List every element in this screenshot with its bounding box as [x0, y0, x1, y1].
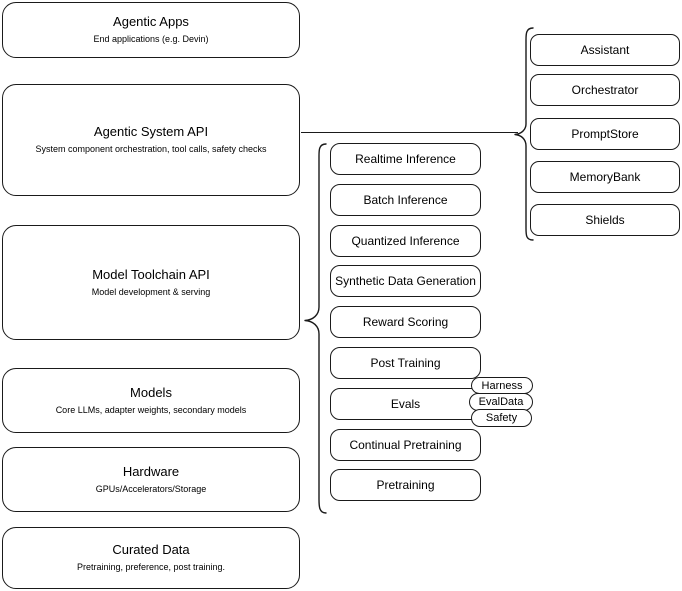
capability-box-batch-inference[interactable]: Batch Inference: [330, 184, 481, 216]
layer-title: Models: [130, 384, 172, 400]
layer-box-models[interactable]: Models Core LLMs, adapter weights, secon…: [2, 368, 300, 433]
layer-title: Agentic System API: [93, 124, 209, 139]
layer-subtitle: Model development & serving: [91, 286, 211, 297]
capability-box-post-training[interactable]: Post Training: [330, 347, 481, 379]
layer-box-agentic-system-api[interactable]: Agentic System API System component orch…: [2, 84, 300, 196]
capability-label: Continual Pretraining: [349, 438, 462, 452]
capability-box-realtime-inference[interactable]: Realtime Inference: [330, 143, 481, 175]
component-box-assistant[interactable]: Assistant: [530, 34, 680, 66]
layer-subtitle: Pretraining, preference, post training.: [76, 562, 226, 572]
layer-box-agentic-apps[interactable]: Agentic Apps End applications (e.g. Devi…: [2, 2, 300, 58]
brace-system-components: [512, 26, 536, 244]
capability-label: Evals: [390, 397, 421, 411]
layer-title: Curated Data: [112, 542, 190, 557]
capability-label: Quantized Inference: [351, 234, 460, 248]
layer-subtitle: GPUs/Accelerators/Storage: [95, 483, 207, 494]
capability-label: Pretraining: [376, 478, 435, 492]
capability-label: Synthetic Data Generation: [335, 274, 476, 288]
capability-label: Post Training: [370, 356, 441, 370]
capability-box-synthetic-data-generation[interactable]: Synthetic Data Generation: [330, 265, 481, 297]
layer-box-curated-data[interactable]: Curated Data Pretraining, preference, po…: [2, 527, 300, 589]
component-box-orchestrator[interactable]: Orchestrator: [530, 74, 680, 106]
component-box-memorybank[interactable]: MemoryBank: [530, 161, 680, 193]
layer-title: Agentic Apps: [113, 14, 189, 29]
component-box-shields[interactable]: Shields: [530, 204, 680, 236]
eval-tag-harness[interactable]: Harness: [471, 377, 533, 394]
capability-label: Batch Inference: [363, 193, 448, 207]
capability-box-evals[interactable]: Evals: [330, 388, 481, 420]
layer-subtitle: End applications (e.g. Devin): [93, 34, 209, 44]
eval-tag-label: EvalData: [478, 396, 524, 408]
capability-box-reward-scoring[interactable]: Reward Scoring: [330, 306, 481, 338]
layer-box-hardware[interactable]: Hardware GPUs/Accelerators/Storage: [2, 447, 300, 512]
capability-label: Reward Scoring: [362, 315, 449, 329]
capability-box-quantized-inference[interactable]: Quantized Inference: [330, 225, 481, 257]
component-box-promptstore[interactable]: PromptStore: [530, 118, 680, 150]
component-label: MemoryBank: [569, 170, 641, 184]
layer-title: Model Toolchain API: [92, 266, 210, 282]
eval-tag-label: Safety: [485, 412, 518, 424]
layer-title: Hardware: [122, 463, 180, 479]
capability-box-pretraining[interactable]: Pretraining: [330, 469, 481, 501]
layer-subtitle: Core LLMs, adapter weights, secondary mo…: [55, 404, 247, 415]
component-label: Shields: [585, 213, 625, 227]
eval-tag-safety[interactable]: Safety: [471, 409, 532, 427]
component-label: PromptStore: [571, 127, 639, 141]
capability-box-continual-pretraining[interactable]: Continual Pretraining: [330, 429, 481, 461]
layer-subtitle: System component orchestration, tool cal…: [35, 144, 267, 154]
component-label: Assistant: [580, 43, 630, 57]
component-label: Orchestrator: [571, 83, 639, 97]
layer-box-model-toolchain-api[interactable]: Model Toolchain API Model development & …: [2, 225, 300, 340]
eval-tag-label: Harness: [481, 379, 523, 392]
capability-label: Realtime Inference: [355, 152, 456, 166]
connector-system-api-to-components: [301, 132, 518, 133]
brace-toolchain-capabilities: [301, 142, 329, 517]
